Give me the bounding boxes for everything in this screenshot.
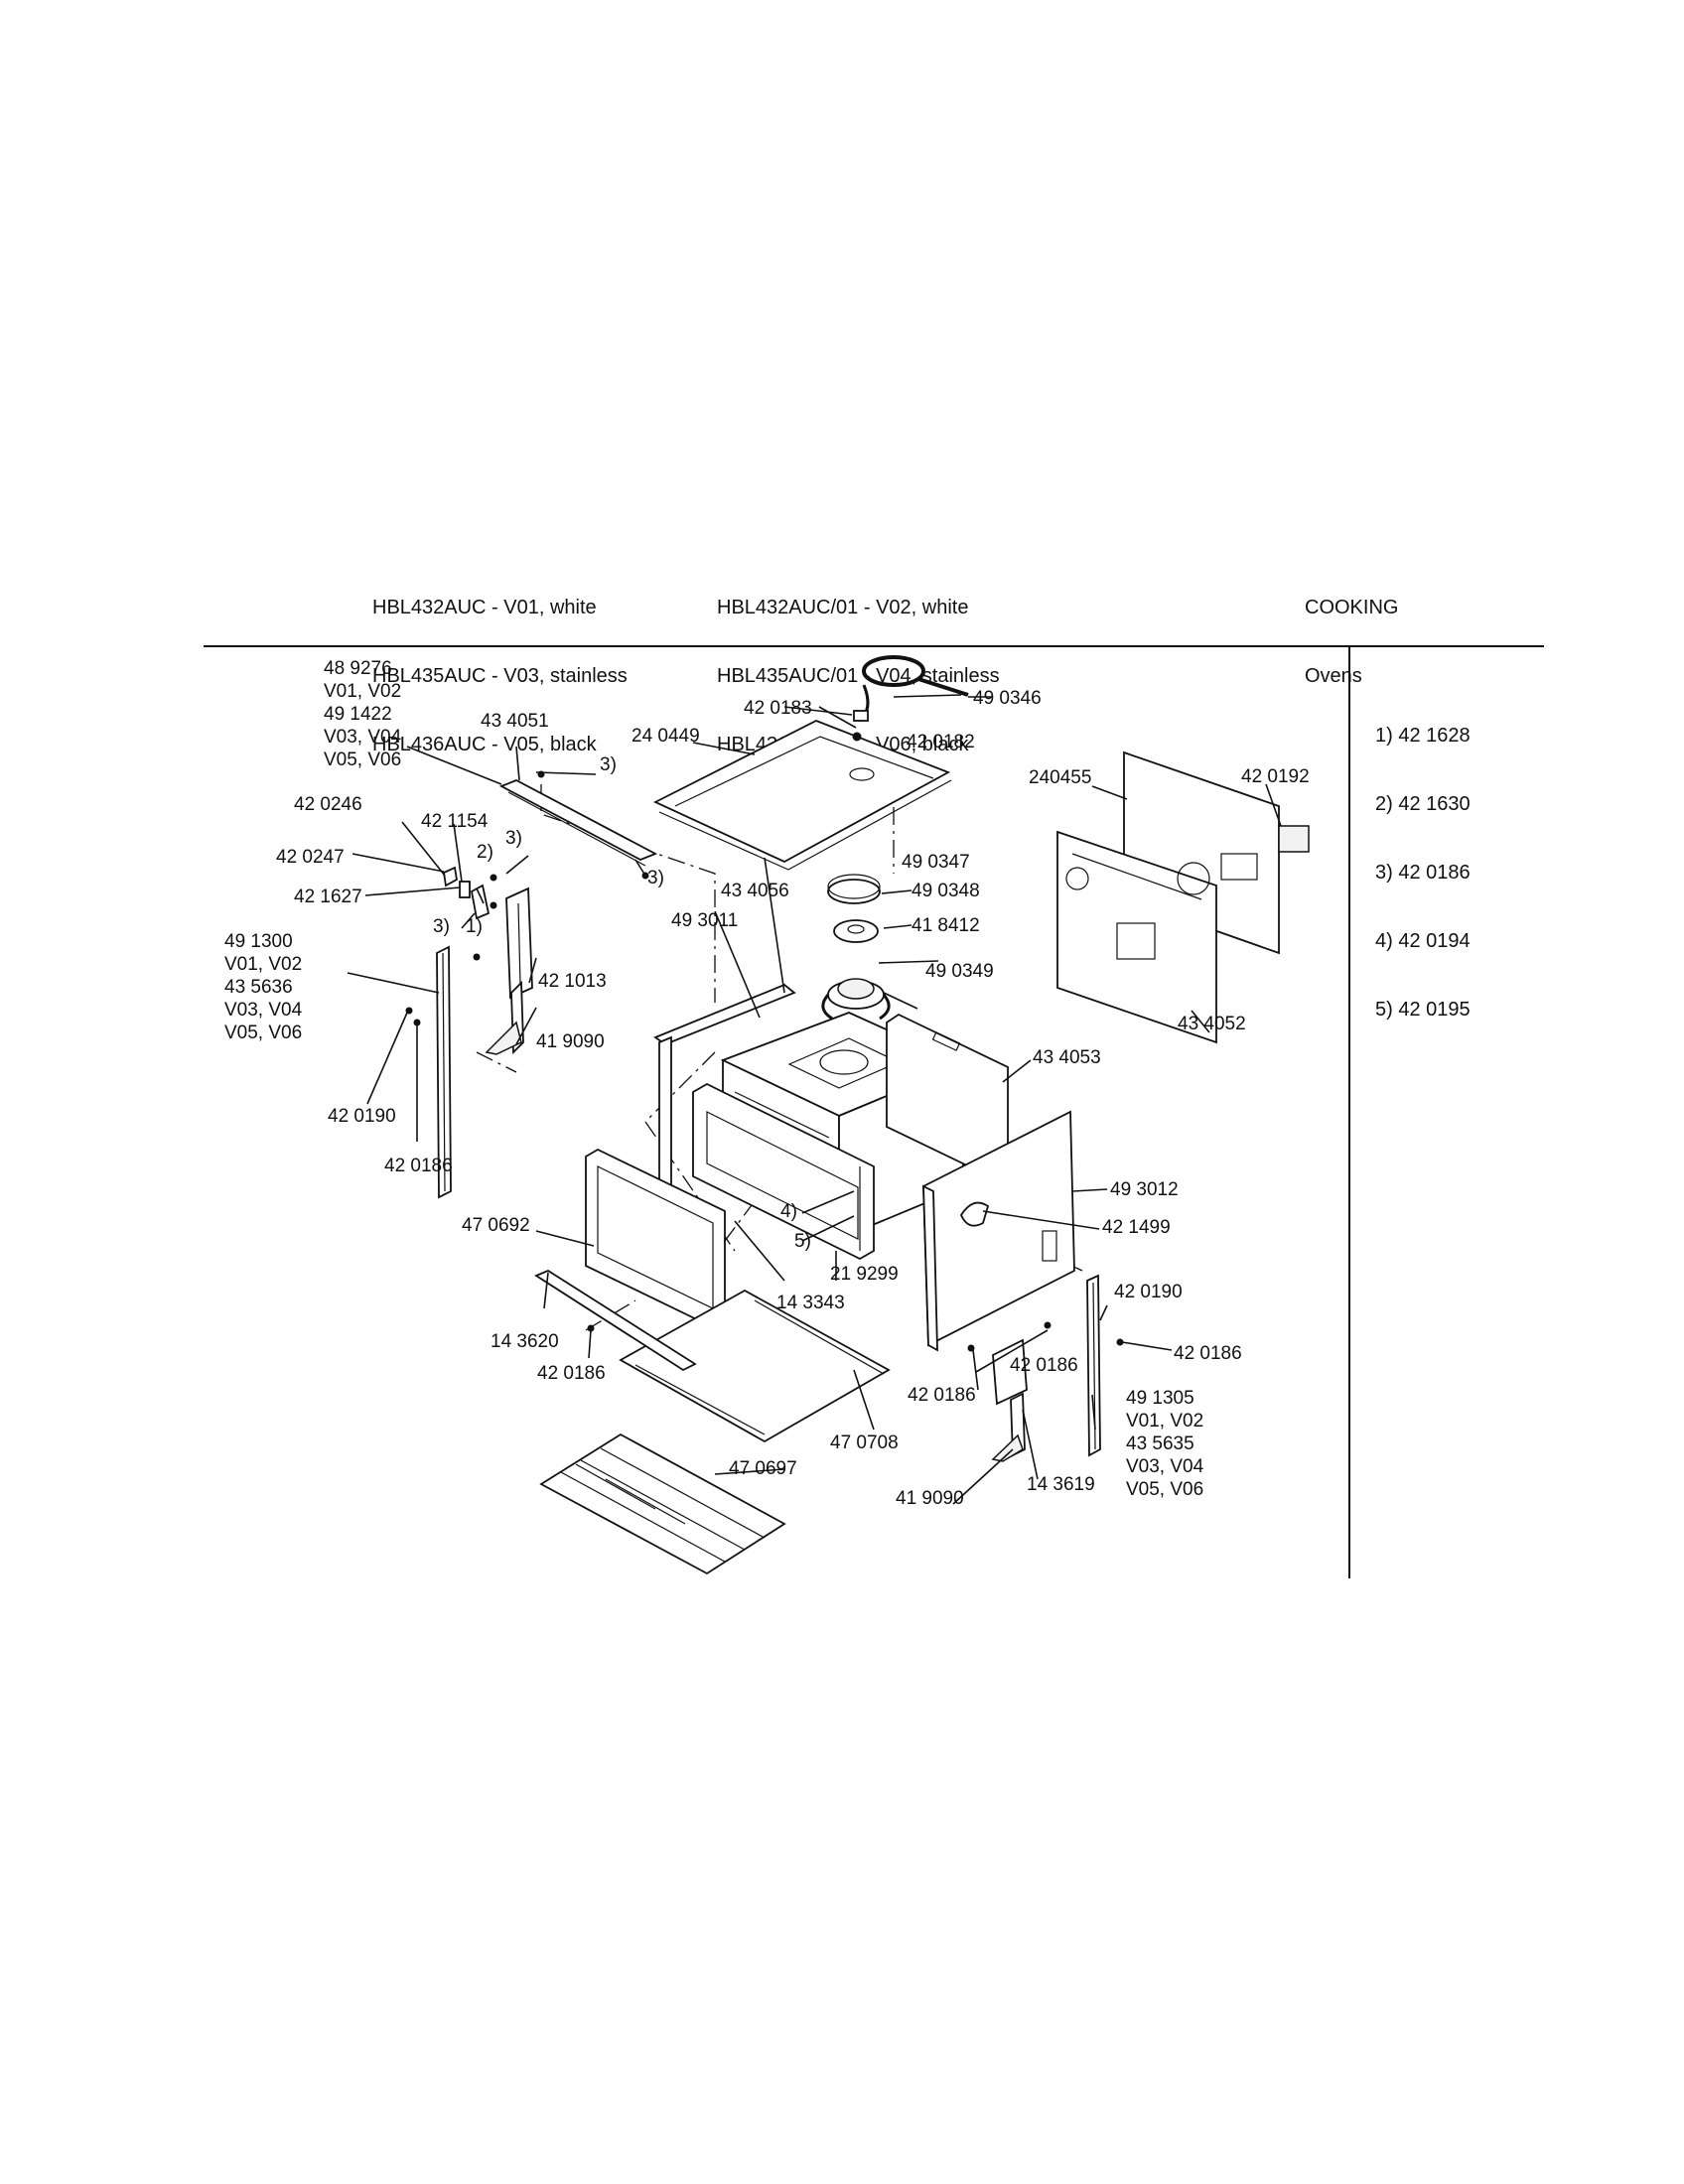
callout-label: 21 9299 <box>830 1264 899 1285</box>
callout-label: V03, V04 <box>324 727 402 748</box>
callout-label: 42 0186 <box>537 1363 606 1384</box>
callout-label: V01, V02 <box>324 681 401 702</box>
callout-label: 42 0192 <box>1241 766 1310 787</box>
rear-panel-part <box>1056 751 1310 1044</box>
callout-label: V01, V02 <box>1126 1411 1203 1432</box>
callout-label: 42 0186 <box>1174 1343 1242 1364</box>
callout-label: 49 0347 <box>902 852 970 873</box>
callout-label: 14 3620 <box>491 1331 559 1352</box>
legend-entry: 2) 42 1630 <box>1375 793 1471 815</box>
right-hinge-part <box>967 1321 1052 1462</box>
callout-label: 43 4051 <box>481 711 549 732</box>
callout-label: 42 1499 <box>1102 1217 1171 1238</box>
fan-assembly-part <box>821 874 891 1021</box>
callout-label: 49 3011 <box>671 910 738 931</box>
callout-label: V05, V06 <box>224 1023 302 1043</box>
left-side-panel-part <box>653 983 796 1203</box>
model-line: HBL435AUC - V03, stainless <box>372 665 628 687</box>
right-rail-part <box>1086 1274 1124 1457</box>
model-line: HBL432AUC/01 - V02, white <box>717 597 969 618</box>
callout-label: 2) <box>477 842 493 863</box>
callout-label: 43 4053 <box>1033 1047 1101 1068</box>
callout-label: 42 1013 <box>538 971 607 992</box>
callout-label: 49 0346 <box>973 688 1042 709</box>
callout-label: V05, V06 <box>324 750 401 770</box>
legend-divider <box>1348 645 1350 1578</box>
callout-label: 47 0692 <box>462 1215 530 1236</box>
callout-label: V03, V04 <box>1126 1456 1204 1477</box>
callout-label: 43 5636 <box>224 977 293 998</box>
callout-label: 5) <box>794 1231 811 1252</box>
top-cover-part <box>652 720 952 871</box>
oven-floor-part <box>619 1289 891 1443</box>
legend: 1) 42 1628 2) 42 1630 3) 42 0186 4) 42 0… <box>1375 679 1471 1044</box>
callout-label: 42 0186 <box>1010 1355 1078 1376</box>
callout-labels: 48 9276 V01, V02 49 1422 V03, V04 V05, V… <box>224 658 1310 1509</box>
callout-label: 42 0190 <box>328 1106 396 1127</box>
callout-label: 49 3012 <box>1110 1179 1179 1200</box>
callout-label: 24 0449 <box>632 726 700 747</box>
callout-label: 42 1154 <box>421 811 489 832</box>
category-label: COOKING Ovens <box>1305 551 1398 711</box>
oven-rack-part <box>539 1433 786 1575</box>
category-line: COOKING <box>1305 597 1399 618</box>
callout-label: 42 1627 <box>294 887 362 907</box>
callout-label: 42 0186 <box>384 1156 453 1176</box>
callout-label: 49 1300 <box>224 931 293 952</box>
legend-entry: 3) 42 0186 <box>1375 862 1471 884</box>
callout-label: 42 0246 <box>294 794 362 815</box>
bottom-trim-part <box>534 1269 697 1372</box>
callout-label: 3) <box>600 754 617 775</box>
top-trim-part <box>498 770 658 880</box>
callout-label: 48 9276 <box>324 658 392 679</box>
callout-label: 49 0349 <box>925 961 994 982</box>
callout-label: 14 3343 <box>776 1293 845 1313</box>
callout-label: 43 4052 <box>1178 1014 1246 1034</box>
leader-lines <box>347 694 1282 1505</box>
legend-entry: 4) 42 0194 <box>1375 930 1471 952</box>
callout-label: V03, V04 <box>224 1000 303 1021</box>
callout-label: 42 0247 <box>276 847 345 868</box>
callout-label: 42 0190 <box>1114 1282 1183 1302</box>
callout-label: 3) <box>647 868 664 888</box>
callout-label: 49 1422 <box>324 704 392 725</box>
legend-entry: 5) 42 0195 <box>1375 999 1471 1021</box>
legend-entry: 1) 42 1628 <box>1375 725 1471 747</box>
callout-label: 43 5635 <box>1126 1433 1194 1454</box>
callout-label: 3) <box>505 828 522 849</box>
right-outer-panel-part <box>922 1110 1075 1352</box>
left-hinge-part <box>443 866 533 1055</box>
callout-label: 4) <box>780 1201 797 1222</box>
left-rail-part <box>405 945 452 1199</box>
callout-label: 47 0697 <box>729 1458 797 1479</box>
callout-label: 1) <box>466 916 483 937</box>
callout-label: 42 0183 <box>744 698 812 719</box>
callout-label: V05, V06 <box>1126 1479 1203 1500</box>
callout-label: 41 8412 <box>912 915 980 936</box>
front-frame-part <box>692 1082 875 1261</box>
model-line: HBL432AUC - V01, white <box>372 597 597 618</box>
header-divider <box>204 645 1544 647</box>
callout-label: 42 0186 <box>908 1385 976 1406</box>
category-line: Ovens <box>1305 665 1362 687</box>
callout-label: 49 1305 <box>1126 1388 1194 1409</box>
callout-label: 42 0182 <box>907 732 975 752</box>
callout-label: 41 9090 <box>896 1488 964 1509</box>
callout-label: V01, V02 <box>224 954 302 975</box>
model-line: HBL436AUC - V05, black <box>372 734 597 755</box>
callout-label: 49 0348 <box>912 881 980 901</box>
callout-label: 41 9090 <box>536 1031 605 1052</box>
callout-label: 14 3619 <box>1027 1474 1095 1495</box>
model-list-left: HBL432AUC - V01, white HBL435AUC - V03, … <box>372 551 628 779</box>
cable-part <box>852 655 969 742</box>
model-list-right: HBL432AUC/01 - V02, white HBL435AUC/01 -… <box>717 551 1000 779</box>
callout-label: 3) <box>433 916 450 937</box>
callout-label: 43 4056 <box>721 881 789 901</box>
callout-label: 240455 <box>1029 767 1091 788</box>
callout-label: 47 0708 <box>830 1433 899 1453</box>
